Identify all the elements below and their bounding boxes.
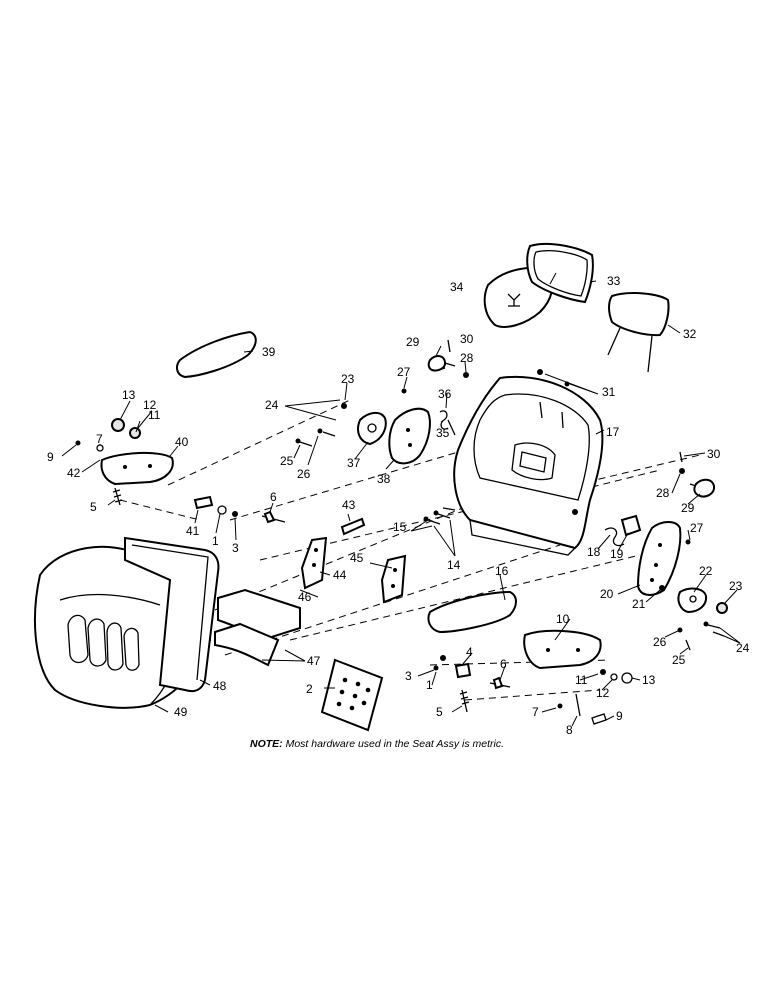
left-recliner-hardware <box>295 356 469 465</box>
callout-31: 31 <box>602 385 616 399</box>
callout-27: 27 <box>690 521 704 535</box>
callout-41: 41 <box>186 524 200 538</box>
callout-11: 11 <box>575 673 588 687</box>
callout-19: 19 <box>610 547 624 561</box>
callout-4: 4 <box>466 645 473 659</box>
callout-14: 14 <box>447 558 461 572</box>
callout-11: 11 <box>148 408 161 422</box>
callout-7: 7 <box>532 705 539 719</box>
callout-6: 6 <box>500 657 507 671</box>
callout-3: 3 <box>405 669 412 683</box>
callout-48: 48 <box>213 679 227 693</box>
callout-3: 3 <box>232 541 239 555</box>
callout-13: 13 <box>642 673 656 687</box>
callout-20: 20 <box>600 587 614 601</box>
callout-16: 16 <box>495 564 509 578</box>
callout-38: 38 <box>377 472 391 486</box>
callout-13: 13 <box>122 388 136 402</box>
callout-24: 24 <box>265 398 279 412</box>
callout-45: 45 <box>350 551 364 565</box>
cushion-pan <box>124 536 220 693</box>
callout-42: 42 <box>67 466 81 480</box>
callout-36: 36 <box>438 387 452 401</box>
seat-back-frame <box>453 369 604 556</box>
callout-2: 2 <box>306 682 313 696</box>
callout-40: 40 <box>175 435 189 449</box>
right-recliner-hardware <box>604 514 728 651</box>
callout-15: 15 <box>393 520 407 534</box>
note-text: Most hardware used in the Seat Assy is m… <box>285 738 505 750</box>
callout-29: 29 <box>406 335 420 349</box>
callout-18: 18 <box>587 545 601 559</box>
leader-lines <box>61 272 741 727</box>
callout-17: 17 <box>606 425 620 439</box>
callout-35: 35 <box>436 426 450 440</box>
callout-37: 37 <box>347 456 361 470</box>
callout-5: 5 <box>90 500 97 514</box>
callout-numbers: 1 1 2 3 3 4 5 5 6 6 7 7 8 9 9 10 11 11 1… <box>47 274 750 737</box>
callout-7: 7 <box>96 432 103 446</box>
callout-8: 8 <box>566 723 573 737</box>
callout-33: 33 <box>607 274 621 288</box>
metric-hardware-note: NOTE: Most hardware used in the Seat Ass… <box>250 738 504 750</box>
callout-44: 44 <box>333 568 347 582</box>
callout-26: 26 <box>653 635 667 649</box>
note-label: NOTE: <box>250 738 283 750</box>
callout-47: 47 <box>307 654 321 668</box>
callout-10: 10 <box>556 612 570 626</box>
callout-49: 49 <box>174 705 188 719</box>
callout-24: 24 <box>736 641 750 655</box>
callout-30: 30 <box>460 332 474 346</box>
callout-28: 28 <box>656 486 670 500</box>
callout-9: 9 <box>47 450 54 464</box>
adjuster-link <box>340 517 366 536</box>
callout-21: 21 <box>632 597 646 611</box>
callout-1: 1 <box>212 534 219 548</box>
callout-43: 43 <box>342 498 356 512</box>
headrest <box>607 292 670 373</box>
callout-25: 25 <box>280 454 294 468</box>
callout-23: 23 <box>341 372 355 386</box>
left-armrest <box>176 330 257 379</box>
callout-46: 46 <box>298 590 312 604</box>
callout-28: 28 <box>460 351 474 365</box>
callout-30: 30 <box>707 447 721 461</box>
callout-39: 39 <box>262 345 276 359</box>
callout-6: 6 <box>270 490 277 504</box>
callout-12: 12 <box>143 398 157 412</box>
callout-1: 1 <box>426 678 433 692</box>
right-armrest-bracket <box>433 629 633 725</box>
callout-22: 22 <box>699 564 713 578</box>
callout-29: 29 <box>681 501 695 515</box>
left-armrest-bracket <box>75 418 286 524</box>
callout-27: 27 <box>397 365 411 379</box>
callout-9: 9 <box>616 709 623 723</box>
seat-rails <box>214 588 301 667</box>
back-pad <box>526 242 594 304</box>
callout-23: 23 <box>729 579 743 593</box>
callout-34: 34 <box>450 280 464 294</box>
callout-12: 12 <box>596 686 610 700</box>
adjustment-knobs <box>427 339 716 498</box>
callout-25: 25 <box>672 653 686 667</box>
callout-5: 5 <box>436 705 443 719</box>
slide-brackets <box>300 536 407 604</box>
callout-32: 32 <box>683 327 697 341</box>
callout-26: 26 <box>297 467 311 481</box>
mounting-plate <box>320 658 384 732</box>
right-armrest <box>427 590 517 634</box>
